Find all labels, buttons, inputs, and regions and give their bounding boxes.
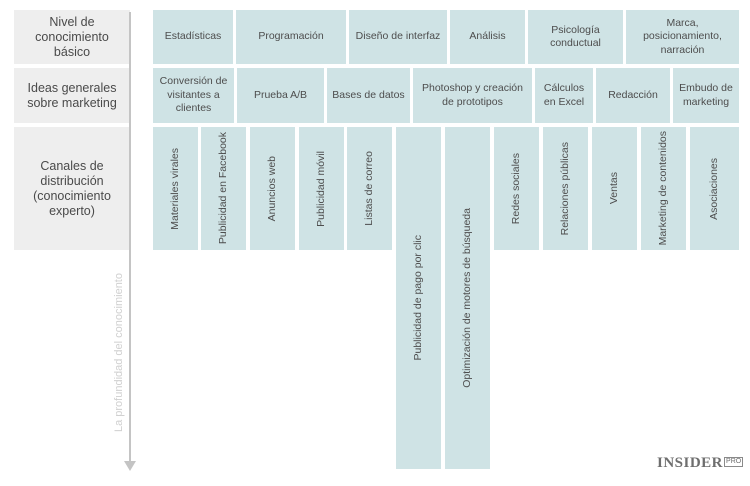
channel-cell: Listas de correo bbox=[347, 127, 392, 250]
general-cell: Photoshop y creación de prototipos bbox=[413, 68, 532, 123]
general-cell: Prueba A/B bbox=[237, 68, 324, 123]
row-label-channels: Canales de distribución (conocimiento ex… bbox=[14, 127, 130, 250]
channel-cell: Redes sociales bbox=[494, 127, 539, 250]
insider-pro-logo: INSIDER PRO bbox=[657, 455, 744, 472]
channel-cell: Relaciones públicas bbox=[543, 127, 588, 250]
logo-wordmark: INSIDER bbox=[657, 455, 724, 471]
general-cell: Embudo de marketing bbox=[673, 68, 739, 123]
channel-cell: Marketing de contenidos bbox=[641, 127, 686, 250]
basic-cell: Diseño de interfaz bbox=[349, 10, 447, 64]
depth-axis-label: La profundidad del conocimiento bbox=[113, 272, 125, 432]
general-cell: Cálculos en Excel bbox=[535, 68, 593, 123]
channel-cell: Publicidad en Facebook bbox=[201, 127, 246, 250]
basic-cell: Psicología conductual bbox=[528, 10, 623, 64]
logo-pro-badge: PRO bbox=[724, 457, 744, 467]
basic-cell: Marca, posicionamiento, narración bbox=[626, 10, 739, 64]
general-cell: Redacción bbox=[596, 68, 670, 123]
row-label-general: Ideas generales sobre marketing bbox=[14, 68, 130, 123]
channel-cell: Publicidad móvil bbox=[299, 127, 344, 250]
channel-cell-tall: Optimización de motores de búsqueda bbox=[445, 127, 490, 469]
depth-axis-line bbox=[129, 12, 131, 464]
channel-cell: Materiales virales bbox=[153, 127, 198, 250]
depth-axis-arrow-icon bbox=[124, 461, 136, 471]
channel-cell-tall: Publicidad de pago por clic bbox=[396, 127, 441, 469]
channel-cell: Anuncios web bbox=[250, 127, 295, 250]
general-cell: Conversión de visitantes a clientes bbox=[153, 68, 234, 123]
basic-cell: Estadísticas bbox=[153, 10, 233, 64]
basic-cell: Análisis bbox=[450, 10, 525, 64]
channel-cell: Ventas bbox=[592, 127, 637, 250]
basic-cell: Programación bbox=[236, 10, 346, 64]
channel-cell: Asociaciones bbox=[690, 127, 739, 250]
general-cell: Bases de datos bbox=[327, 68, 410, 123]
row-label-basic: Nivel de conocimiento básico bbox=[14, 10, 130, 64]
